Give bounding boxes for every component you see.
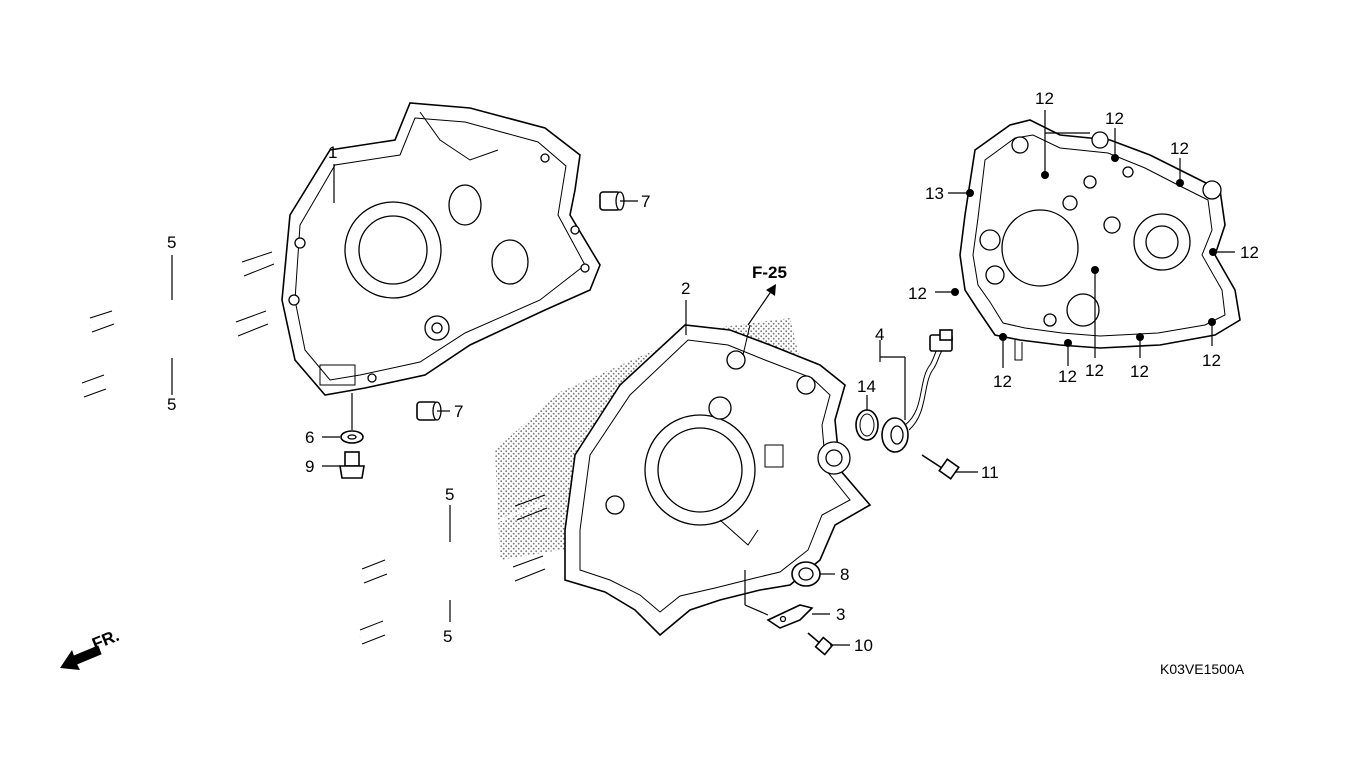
leader-lines (171, 110, 1235, 646)
stud-bolt-lower-center (359, 555, 546, 645)
stud-bolt-upper-left (89, 251, 275, 333)
callout-5-upper-center: 5 (445, 485, 454, 504)
callout-14: 14 (857, 377, 876, 396)
callout-6: 6 (305, 428, 314, 447)
callout-12-d: 12 (1240, 243, 1259, 262)
callout-12-h: 12 (1085, 361, 1104, 380)
diagram-code: K03VE1500A (1160, 661, 1245, 677)
flange-bolt-11 (921, 454, 960, 480)
setting-plate (766, 604, 814, 629)
left-crankcase (281, 102, 601, 396)
callout-2: 2 (681, 279, 690, 298)
front-direction-arrow-icon (60, 645, 102, 670)
callout-12-b: 12 (1105, 109, 1124, 128)
dowel-pin-upper (599, 191, 625, 211)
callout-9: 9 (305, 457, 314, 476)
callout-labels: 1 2 3 4 5 5 5 5 6 7 7 8 9 10 11 12 12 12… (89, 89, 1259, 677)
callout-5-upper-left: 5 (167, 233, 176, 252)
callout-12-c: 12 (1170, 139, 1189, 158)
drain-bolt (339, 451, 365, 479)
callout-11: 11 (981, 463, 999, 482)
callout-12-i: 12 (1130, 362, 1149, 381)
callout-13: 13 (925, 184, 944, 203)
callout-12-e: 12 (908, 284, 927, 303)
callout-4: 4 (875, 325, 884, 344)
callout-5-lower-center: 5 (443, 627, 452, 646)
callout-8: 8 (840, 565, 849, 584)
front-marker-label: FR. (89, 626, 122, 654)
callout-3: 3 (836, 605, 845, 624)
callout-12-a: 12 (1035, 89, 1054, 108)
callout-7-upper: 7 (641, 192, 650, 211)
callout-7-lower: 7 (454, 402, 463, 421)
stud-bolt-upper-center (361, 494, 548, 584)
crankcase-gasket (959, 119, 1241, 361)
sealing-washer (340, 430, 364, 444)
stud-bolt-lower-left (81, 310, 269, 398)
callout-5-lower-left: 5 (167, 395, 176, 414)
o-ring (855, 409, 879, 441)
reference-arrow-icon (747, 284, 776, 326)
oil-seal (791, 561, 821, 587)
callout-10: 10 (854, 636, 873, 655)
callout-12-g: 12 (1058, 367, 1077, 386)
neutral-switch (881, 329, 953, 453)
callout-12-j: 12 (1202, 351, 1221, 370)
callout-12-f: 12 (993, 372, 1012, 391)
reference-label: F-25 (752, 263, 787, 282)
right-crankcase (495, 318, 872, 637)
flange-bolt-10 (807, 632, 834, 656)
callout-1: 1 (328, 143, 337, 162)
